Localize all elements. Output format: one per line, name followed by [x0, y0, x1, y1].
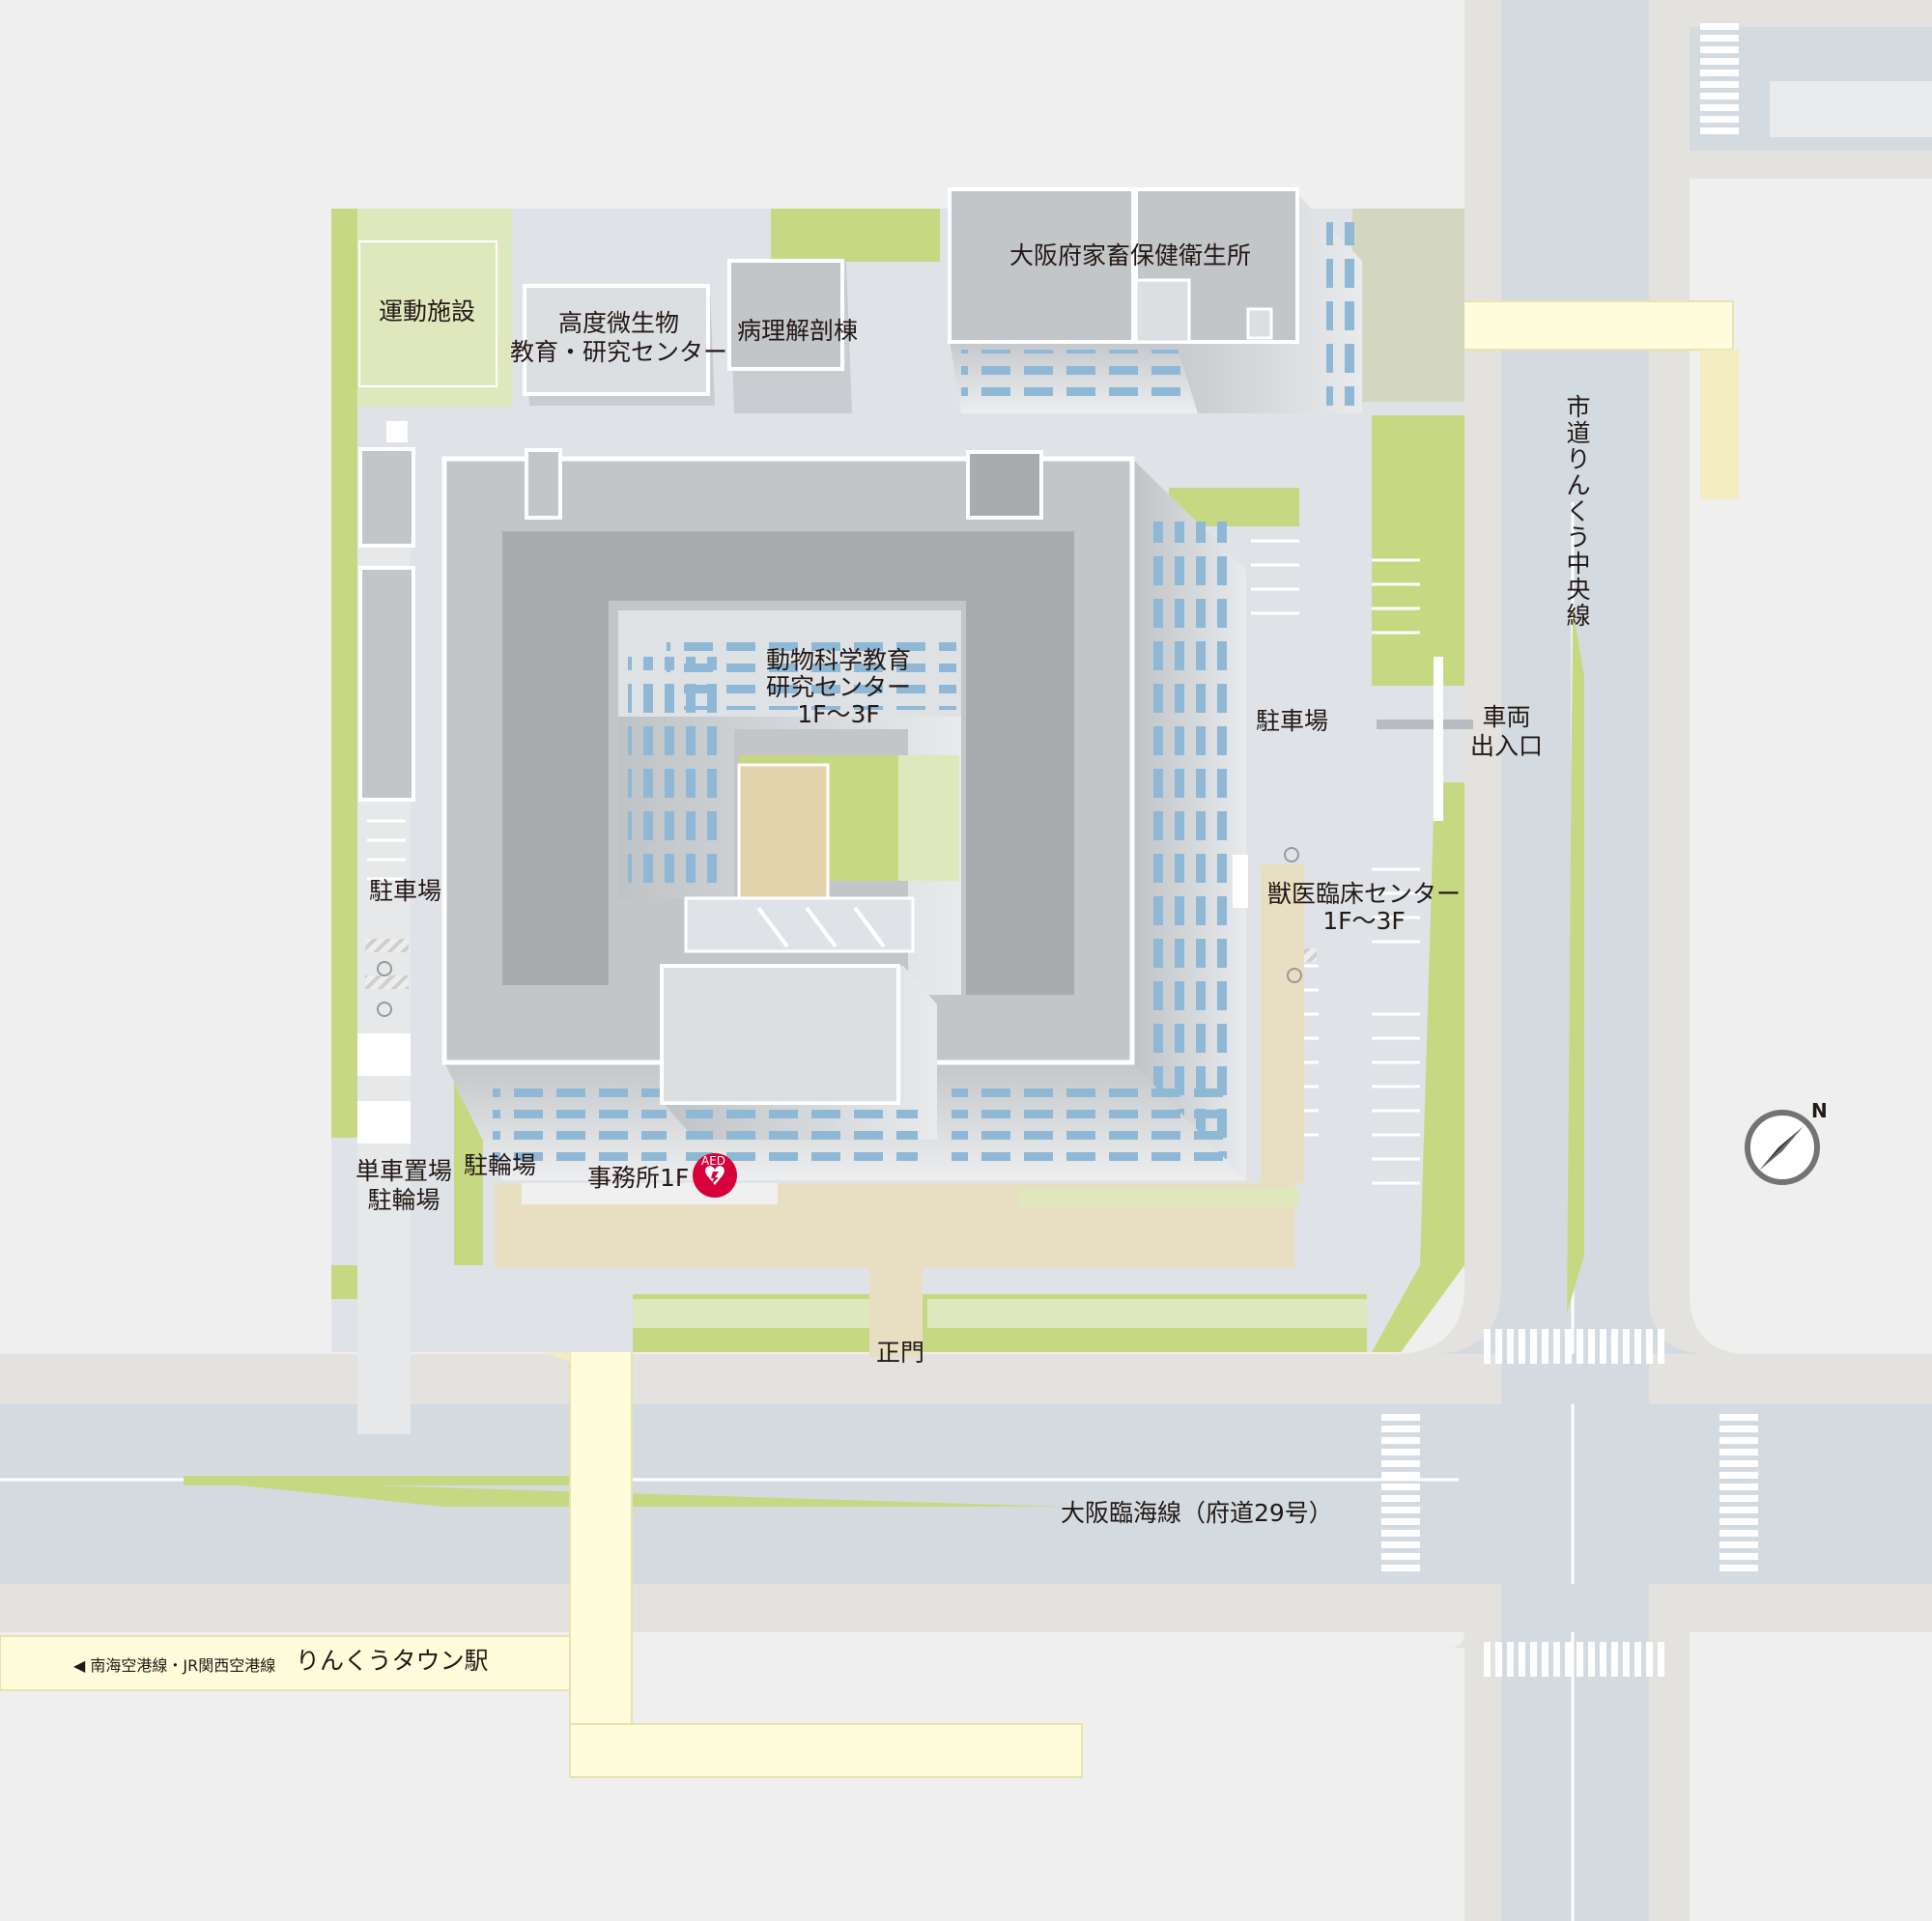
aed-icon [693, 1153, 737, 1198]
label-microbe-center: 高度微生物 教育・研究センター [510, 309, 727, 367]
microbe-center-roof [523, 284, 710, 396]
label-bicycle-line1: 単車置場 [355, 1157, 453, 1185]
crosswalk-north [1482, 1329, 1665, 1364]
skybridge-east-stub [569, 1723, 1083, 1778]
label-microbe-center-line1: 高度微生物 [558, 309, 680, 337]
label-animal-center: 動物科学教育 研究センター 1F〜3F [766, 647, 911, 728]
sidewalk-east-west [1464, 0, 1501, 1921]
label-vehicle-entrance: 車両 出入口 [1470, 703, 1543, 761]
label-pathology: 病理解剖棟 [737, 317, 859, 345]
label-station-name: りんくうタウン駅 [296, 1647, 489, 1675]
crosswalk-top [1700, 19, 1739, 135]
label-animal-center-line1: 動物科学教育 [766, 646, 912, 674]
sidewalk-east-east [1649, 0, 1690, 1921]
label-road-east: 市道りんくう中央線 [1566, 393, 1591, 630]
label-main-gate: 正門 [876, 1339, 925, 1367]
label-livestock-office: 大阪府家畜保健衛生所 [1009, 241, 1252, 269]
label-animal-center-line3: 1F〜3F [797, 700, 880, 728]
label-station-lines: ◀ 南海空港線・JR関西空港線 [73, 1656, 276, 1675]
label-parking-east: 駐車場 [1256, 707, 1329, 735]
label-bicycle-parking: 単車置場 駐輪場 [355, 1157, 452, 1215]
label-microbe-center-line2: 教育・研究センター [510, 338, 728, 366]
label-office: 事務所1F [587, 1164, 690, 1192]
label-bicycle-line2: 駐輪場 [367, 1186, 440, 1214]
label-sports-facility: 運動施設 [379, 297, 476, 325]
label-vet-clinic: 獣医臨床センター 1F〜3F [1267, 881, 1461, 935]
stairs-right [1700, 350, 1739, 499]
accessibility-icon [377, 961, 392, 976]
crosswalk-south [1482, 1642, 1665, 1677]
label-vehicle-entrance-line1: 車両 [1482, 703, 1531, 731]
main-building [441, 448, 1248, 1180]
accessibility-icon [1287, 968, 1302, 983]
entrance-block-roof [660, 964, 900, 1105]
north-buildings [523, 187, 1362, 413]
accessibility-icon [377, 1002, 392, 1017]
label-animal-center-line2: 研究センター [766, 673, 912, 701]
label-parking-west: 駐車場 [369, 877, 442, 905]
accessibility-icon [1284, 847, 1299, 862]
pathology-roof [727, 259, 844, 371]
label-bicycle-small: 駐輪場 [464, 1151, 537, 1179]
label-aed: AED [701, 1154, 726, 1168]
livestock-office-roof [948, 187, 1135, 344]
label-vet-clinic-line2: 1F〜3F [1322, 907, 1406, 935]
crosswalk-east [1719, 1412, 1758, 1576]
label-compass-north: N [1811, 1099, 1828, 1122]
compass-icon [1745, 1110, 1820, 1185]
label-road-south: 大阪臨海線（府道29号） [1061, 1499, 1333, 1527]
skybridge-station [0, 1635, 571, 1691]
label-vehicle-entrance-line2: 出入口 [1470, 732, 1544, 760]
label-vet-clinic-line1: 獣医臨床センター [1267, 880, 1462, 908]
crosswalk-west [1381, 1412, 1420, 1576]
